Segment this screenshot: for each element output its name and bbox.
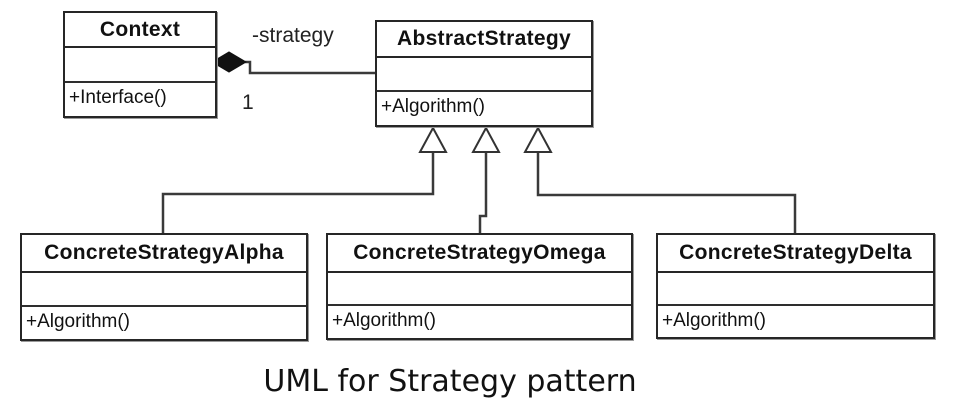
diagram-caption: UML for Strategy pattern	[263, 364, 637, 399]
class-name: ConcreteStrategyDelta	[658, 235, 933, 273]
methods-compartment: +Algorithm()	[381, 96, 485, 117]
inheritance-triangle-icon	[471, 125, 501, 153]
class-abstract-strategy: AbstractStrategy +Algorithm()	[375, 20, 593, 127]
inheritance-line-omega	[478, 151, 488, 233]
class-name: AbstractStrategy	[377, 22, 591, 58]
class-name: Context	[65, 13, 215, 48]
attributes-compartment	[22, 273, 306, 307]
attributes-compartment	[658, 273, 933, 306]
methods-compartment: +Interface()	[69, 87, 167, 108]
inheritance-line-alpha	[161, 151, 435, 233]
methods-compartment: +Algorithm()	[332, 310, 436, 331]
composition-diamond-icon	[211, 51, 247, 73]
attributes-compartment	[65, 48, 215, 83]
class-name: ConcreteStrategyOmega	[328, 235, 631, 273]
class-name: ConcreteStrategyAlpha	[22, 235, 306, 273]
inheritance-line-delta	[536, 151, 797, 233]
association-role-label: -strategy	[252, 24, 334, 47]
class-concrete-strategy-alpha: ConcreteStrategyAlpha +Algorithm()	[20, 233, 308, 341]
attributes-compartment	[328, 273, 631, 306]
methods-compartment: +Algorithm()	[26, 311, 130, 332]
inheritance-triangle-icon	[418, 125, 448, 153]
class-concrete-strategy-omega: ConcreteStrategyOmega +Algorithm()	[326, 233, 633, 340]
inheritance-triangle-icon	[523, 125, 553, 153]
class-concrete-strategy-delta: ConcreteStrategyDelta +Algorithm()	[656, 233, 935, 339]
class-context: Context +Interface()	[63, 11, 217, 118]
association-line	[245, 60, 375, 75]
association-multiplicity-label: 1	[242, 91, 254, 114]
attributes-compartment	[377, 58, 591, 92]
methods-compartment: +Algorithm()	[662, 310, 766, 331]
